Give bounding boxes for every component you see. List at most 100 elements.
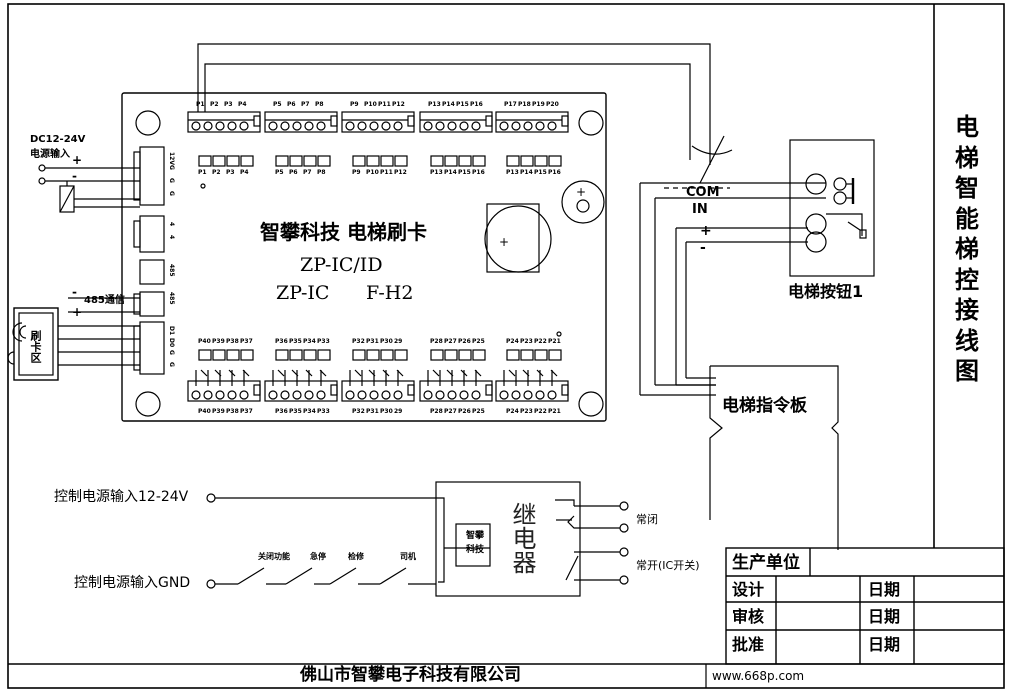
button-com-label: COM <box>686 185 720 200</box>
pin-label: P21 <box>548 338 561 345</box>
pin-label: P23 <box>520 338 533 345</box>
pin-label: P14 <box>442 101 455 108</box>
pin-label: P5 <box>273 101 282 108</box>
pin-label: P6 <box>289 169 298 176</box>
pin-label: P35 <box>289 408 302 415</box>
brand-box-label-2: 科技 <box>466 545 485 555</box>
terminal-screw <box>369 390 379 400</box>
pin-label: P7 <box>301 101 310 108</box>
relay-section <box>206 481 629 597</box>
terminal-screw <box>345 390 355 400</box>
sheet-vertical-title: 电梯智能梯控接线图 <box>950 112 984 387</box>
board-model-2b: F-H2 <box>366 282 414 304</box>
left-pin-label: G <box>168 178 175 183</box>
switch-label-3: 司机 <box>400 552 416 561</box>
rs485-label: 485通信 <box>84 295 125 306</box>
pin-label: P8 <box>315 101 324 108</box>
terminal-screw <box>499 390 509 400</box>
pin-label: P37 <box>240 338 253 345</box>
power-terminal-minus <box>38 177 46 185</box>
mount-hole <box>135 391 161 417</box>
pin-label: P21 <box>548 408 561 415</box>
power-input-wiring <box>38 164 140 213</box>
pin-label: P24 <box>506 338 519 345</box>
board-model-2a: ZP-IC <box>276 282 330 304</box>
pin-label: P2 <box>210 101 219 108</box>
led <box>240 349 254 361</box>
pin-label: P22 <box>534 408 547 415</box>
pin-label: P27 <box>444 408 457 415</box>
rs485-connector-a <box>139 259 165 285</box>
terminal-screw <box>357 121 367 131</box>
terminal-screw <box>547 390 557 400</box>
pin-label: P8 <box>317 169 326 176</box>
pin-label: P4 <box>240 169 249 176</box>
led <box>380 349 394 361</box>
terminal-screw <box>511 390 521 400</box>
terminal-screw <box>316 121 326 131</box>
power-plus: + <box>72 153 83 167</box>
terminal-screw <box>292 390 302 400</box>
pin-label: P6 <box>287 101 296 108</box>
pin-label: P13 <box>506 169 519 176</box>
bottom-terminal-blocks <box>187 369 569 402</box>
terminal-screw <box>447 121 457 131</box>
title-block <box>725 547 1005 665</box>
reader-connector <box>139 321 165 375</box>
power-label-2: 电源输入 <box>30 149 70 160</box>
pin-label: P15 <box>456 101 469 108</box>
switch-label-2: 检修 <box>348 552 364 561</box>
pin-label: P24 <box>506 408 519 415</box>
terminal-screw <box>393 390 403 400</box>
pin-label: P25 <box>472 338 485 345</box>
nc-terminal-2 <box>619 523 629 533</box>
brand-box-label-1: 智攀 <box>466 531 485 541</box>
company-footer: 佛山市智攀电子科技有限公司 <box>300 665 521 685</box>
pin-label: P30 <box>380 338 393 345</box>
terminal-screw <box>535 121 545 131</box>
pin-label: P36 <box>275 338 288 345</box>
pin-label: 29 <box>394 408 403 415</box>
led <box>472 349 486 361</box>
terminal-screw <box>381 390 391 400</box>
led <box>430 349 444 361</box>
pin-label: P14 <box>520 169 533 176</box>
led <box>289 155 303 167</box>
vertical-title-char: 线 <box>955 326 979 355</box>
pin-label: P38 <box>226 408 239 415</box>
tb-review: 审核 <box>732 607 765 626</box>
button-wiring <box>197 43 826 396</box>
pin-label: P9 <box>350 101 359 108</box>
terminal-screw <box>227 121 237 131</box>
terminal-screw <box>435 121 445 131</box>
terminal-screw <box>191 390 201 400</box>
led <box>548 155 562 167</box>
pin-label: P15 <box>534 169 547 176</box>
led <box>380 155 394 167</box>
sheet-border <box>7 3 1005 689</box>
pin-label: P18 <box>518 101 531 108</box>
terminal-screw <box>227 390 237 400</box>
command-board-label: 电梯指令板 <box>722 396 807 416</box>
terminal-screw <box>369 121 379 131</box>
rs485-connector-b <box>139 291 165 317</box>
tb-date-2: 日期 <box>868 607 901 626</box>
terminal-screw <box>304 121 314 131</box>
terminal-screw <box>215 390 225 400</box>
terminal-screw <box>423 121 433 131</box>
terminal-screw <box>381 121 391 131</box>
buzzer-icon <box>561 180 605 224</box>
board-title: 智攀科技 电梯刷卡 <box>260 220 427 244</box>
left-pin-label: G <box>168 165 175 170</box>
left-pin-label: 485 <box>168 292 175 305</box>
led <box>289 349 303 361</box>
button-panel-label: 电梯按钮1 <box>788 282 864 301</box>
led <box>198 349 212 361</box>
led <box>275 349 289 361</box>
svg-text:+: + <box>576 185 586 199</box>
led <box>458 349 472 361</box>
tb-date-3: 日期 <box>868 635 901 654</box>
terminal-screw <box>268 121 278 131</box>
pin-label: P17 <box>504 101 517 108</box>
led <box>506 155 520 167</box>
